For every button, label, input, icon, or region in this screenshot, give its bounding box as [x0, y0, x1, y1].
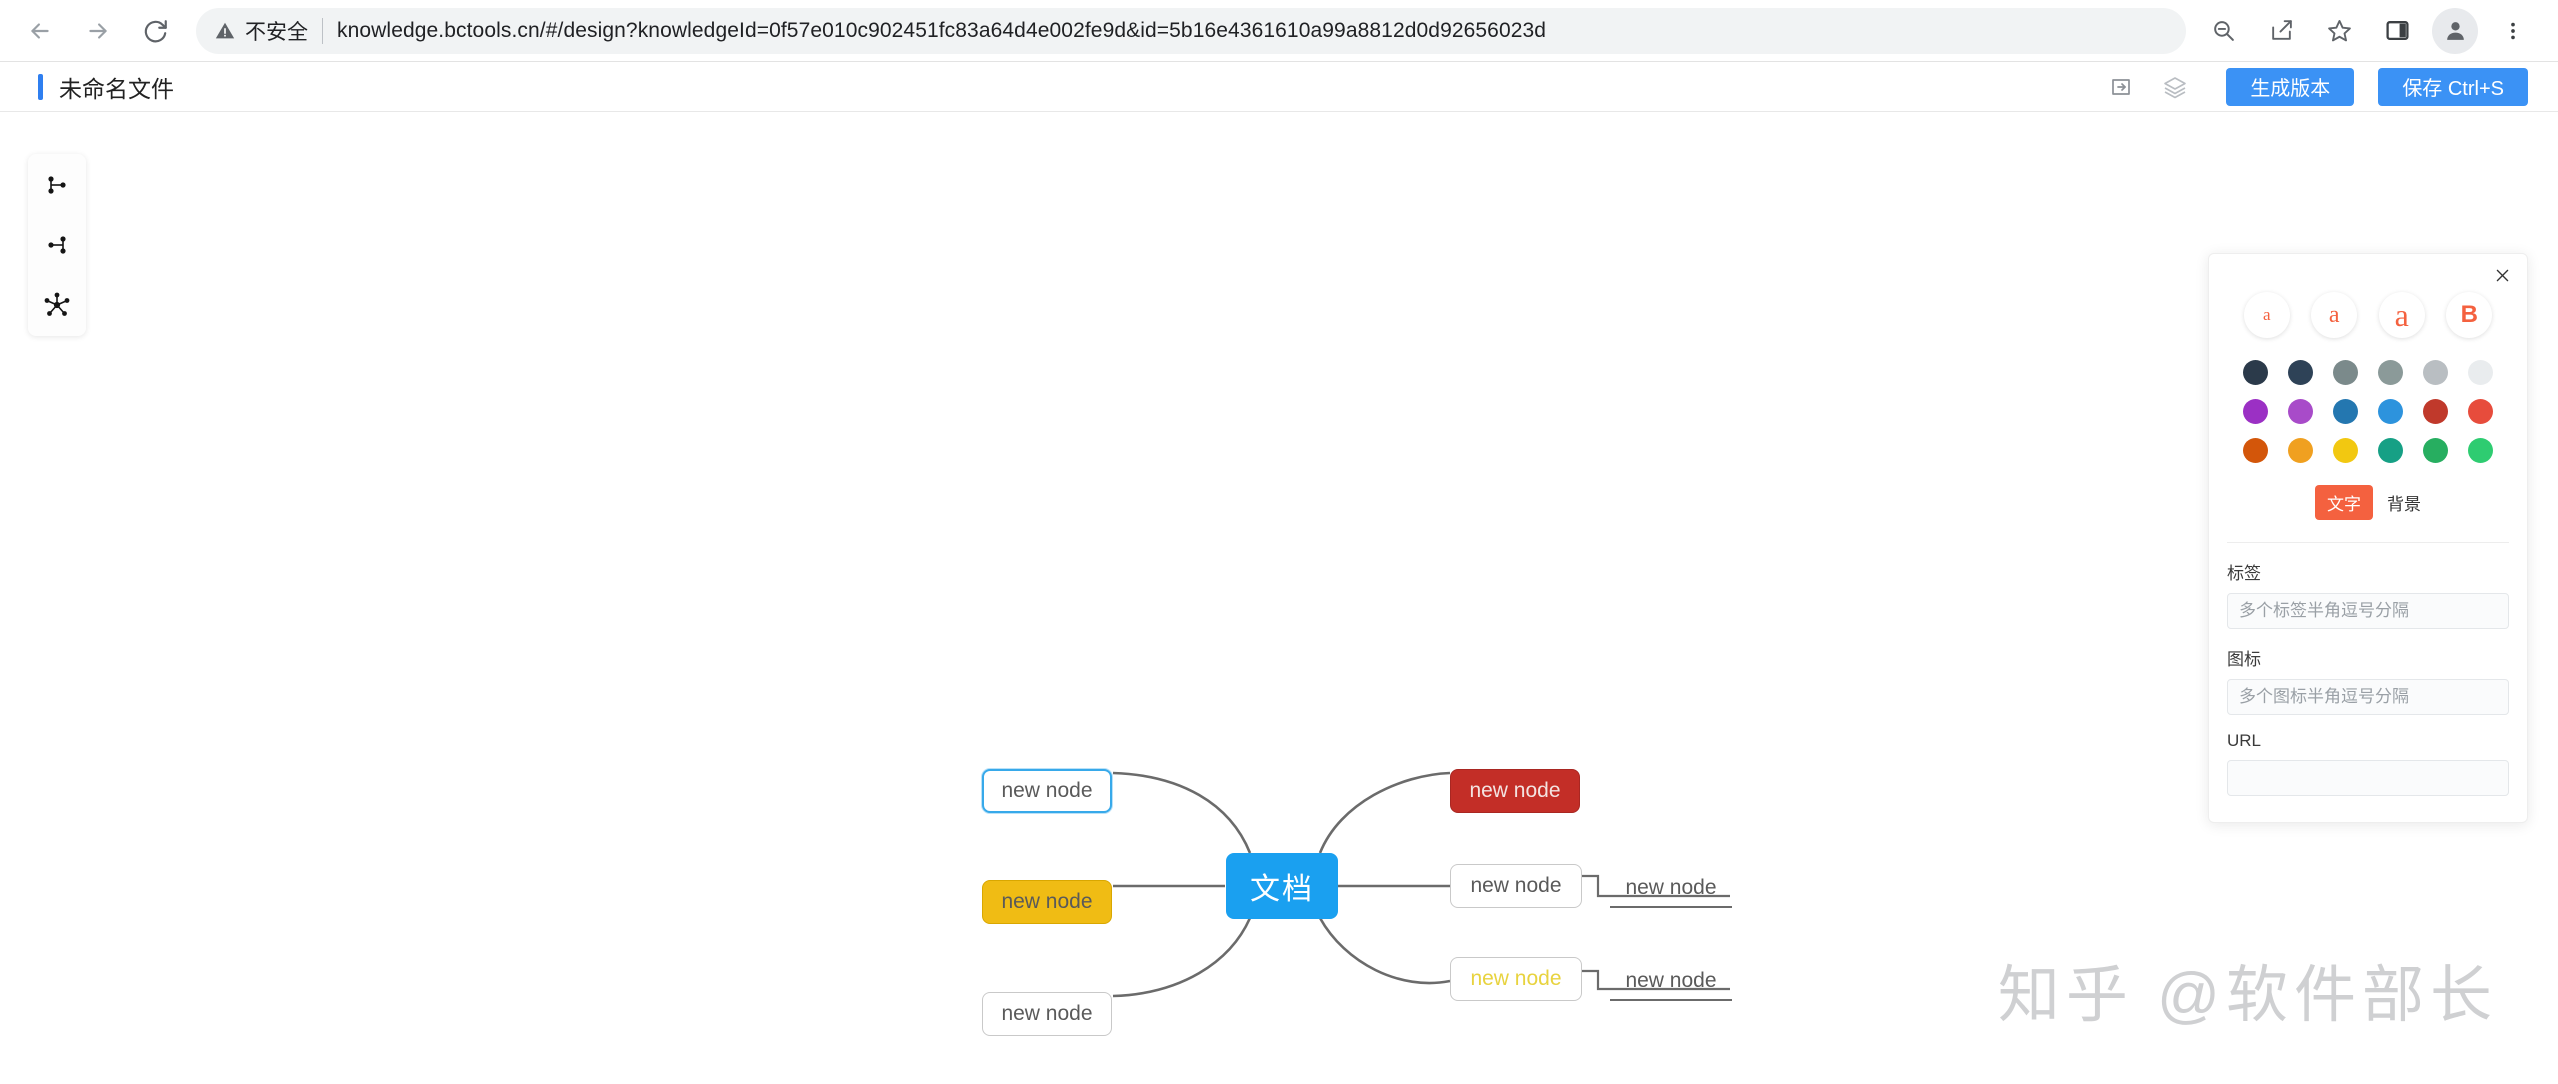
mindmap-root-node[interactable]: 文档 — [1226, 853, 1338, 919]
layout-toolbar — [28, 154, 86, 336]
mindmap-node-right-3[interactable]: new node — [1450, 957, 1582, 1001]
app-header: 未命名文件 生成版本 保存 Ctrl+S — [0, 62, 2558, 112]
layers-icon[interactable] — [2148, 62, 2202, 112]
mindmap-node-right-2[interactable]: new node — [1450, 864, 1582, 908]
color-swatch-0[interactable] — [2243, 360, 2268, 385]
watermark: 知乎 @软件部长 — [1997, 961, 2498, 1030]
color-swatch-17[interactable] — [2468, 438, 2493, 463]
color-swatch-10[interactable] — [2423, 399, 2448, 424]
export-icon[interactable] — [2094, 62, 2148, 112]
security-label: 不安全 — [245, 20, 308, 44]
tags-input[interactable] — [2227, 593, 2509, 629]
omnibox-divider — [322, 17, 323, 44]
mindmap-graph: 文档 new node new node new node new node n… — [0, 113, 2200, 1084]
profile-avatar-icon[interactable] — [2432, 7, 2478, 54]
share-icon[interactable] — [2258, 8, 2304, 54]
menu-kebab-icon[interactable] — [2490, 8, 2536, 54]
back-arrow-icon[interactable] — [16, 7, 64, 55]
color-swatch-7[interactable] — [2288, 399, 2313, 424]
url-field-group: URL — [2227, 731, 2509, 796]
close-icon[interactable] — [2491, 264, 2513, 286]
node-label: new node — [1470, 967, 1562, 990]
zoom-out-icon[interactable] — [2200, 8, 2246, 54]
color-swatch-1[interactable] — [2288, 360, 2313, 385]
color-swatch-16[interactable] — [2423, 438, 2448, 463]
url-input[interactable] — [2227, 760, 2509, 796]
node-label: new node — [1001, 890, 1093, 913]
mindmap-node-right-1[interactable]: new node — [1450, 769, 1580, 813]
side-panel-icon[interactable] — [2374, 8, 2420, 54]
node-label: new node — [1625, 969, 1717, 992]
color-target-toggle: 文字 背景 — [2227, 485, 2509, 520]
node-label: 文档 — [1250, 873, 1314, 906]
font-size-medium-button[interactable]: a — [2311, 292, 2358, 338]
color-swatch-grid — [2227, 360, 2509, 463]
color-swatch-14[interactable] — [2333, 438, 2358, 463]
color-swatch-11[interactable] — [2468, 399, 2493, 424]
security-chip[interactable]: 不安全 — [214, 16, 308, 46]
panel-divider — [2227, 542, 2509, 543]
node-label: new node — [1001, 1002, 1093, 1025]
font-size-small-button[interactable]: a — [2243, 292, 2290, 338]
node-label: new node — [1470, 874, 1562, 897]
icons-label: 图标 — [2227, 650, 2261, 669]
title-accent-bar — [38, 73, 43, 100]
font-bold-button[interactable]: B — [2446, 292, 2493, 338]
page-title[interactable]: 未命名文件 — [59, 75, 174, 102]
tags-field-group: 标签 — [2227, 559, 2509, 629]
color-swatch-13[interactable] — [2288, 438, 2313, 463]
tags-label: 标签 — [2227, 564, 2261, 583]
color-swatch-15[interactable] — [2378, 438, 2403, 463]
node-label: new node — [1001, 779, 1093, 802]
font-size-large-button[interactable]: a — [2378, 292, 2425, 338]
color-swatch-4[interactable] — [2423, 360, 2448, 385]
app-header-actions: 生成版本 保存 Ctrl+S — [2094, 62, 2558, 112]
node-label: new node — [1625, 876, 1717, 899]
node-style-panel: a a a B 文字 背景 标签 图标 URL — [2208, 253, 2528, 823]
font-size-row: a a a B — [2227, 292, 2509, 338]
mindmap-node-right-3-child[interactable]: new node — [1610, 963, 1732, 1001]
layout-radial-icon[interactable] — [37, 288, 77, 322]
browser-chrome: 不安全 knowledge.bctools.cn/#/design?knowle… — [0, 0, 2558, 62]
layout-right-tree-icon[interactable] — [37, 168, 77, 202]
bookmark-star-icon[interactable] — [2316, 8, 2362, 54]
node-label: new node — [1469, 779, 1561, 802]
url-label: URL — [2227, 731, 2262, 750]
generate-version-button[interactable]: 生成版本 — [2226, 67, 2355, 106]
mindmap-node-left-3[interactable]: new node — [982, 992, 1112, 1036]
toggle-text-option[interactable]: 文字 — [2315, 485, 2373, 520]
warning-triangle-icon — [215, 22, 235, 38]
icons-field-group: 图标 — [2227, 645, 2509, 715]
address-bar[interactable]: 不安全 knowledge.bctools.cn/#/design?knowle… — [196, 7, 2186, 54]
layout-left-tree-icon[interactable] — [37, 228, 77, 262]
color-swatch-3[interactable] — [2378, 360, 2403, 385]
mindmap-node-left-1[interactable]: new node — [982, 769, 1112, 813]
color-swatch-9[interactable] — [2378, 399, 2403, 424]
document-title-group: 未命名文件 — [38, 70, 174, 104]
color-swatch-6[interactable] — [2243, 399, 2268, 424]
icons-input[interactable] — [2227, 679, 2509, 715]
toggle-background-option[interactable]: 背景 — [2387, 495, 2421, 514]
mindmap-connectors — [1112, 771, 1730, 998]
mindmap-node-right-2-child[interactable]: new node — [1610, 870, 1732, 908]
color-swatch-12[interactable] — [2243, 438, 2268, 463]
mindmap-node-left-2[interactable]: new node — [982, 880, 1112, 924]
color-swatch-8[interactable] — [2333, 399, 2358, 424]
color-swatch-2[interactable] — [2333, 360, 2358, 385]
reload-icon[interactable] — [132, 7, 180, 55]
forward-arrow-icon[interactable] — [74, 7, 122, 55]
mindmap-canvas[interactable]: 文档 new node new node new node new node n… — [0, 113, 2558, 1084]
save-button[interactable]: 保存 Ctrl+S — [2378, 67, 2528, 106]
url-text[interactable]: knowledge.bctools.cn/#/design?knowledgeI… — [337, 18, 1547, 42]
color-swatch-5[interactable] — [2468, 360, 2493, 385]
